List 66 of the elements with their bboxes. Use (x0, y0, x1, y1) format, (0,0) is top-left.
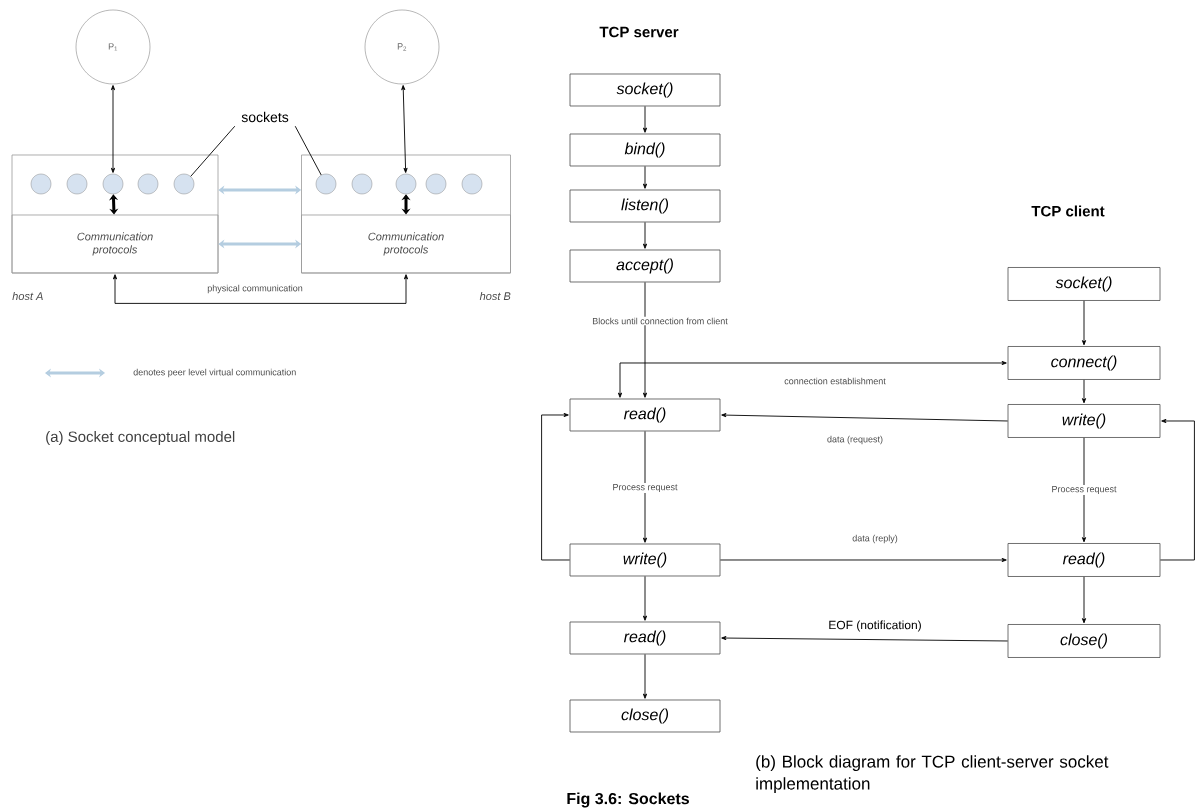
edge-label: Process request (1050, 484, 1118, 496)
edge-label: Process request (611, 482, 679, 494)
function-box: socket() (569, 73, 721, 107)
arrow (642, 165, 648, 189)
arrow (721, 413, 1009, 422)
arrow (642, 430, 648, 543)
arrow (719, 557, 1007, 563)
arrow (1081, 300, 1087, 346)
function-box: read() (569, 398, 721, 432)
function-box: read() (1007, 543, 1161, 577)
edge-label: physical communication (206, 283, 304, 295)
arrow (642, 281, 648, 398)
arrow (617, 360, 1007, 398)
heading: TCP server (599, 26, 679, 38)
arrow (1159, 418, 1195, 561)
arrow (401, 85, 408, 173)
function-box: close() (569, 699, 721, 733)
socket-circle (425, 173, 447, 195)
arrow (108, 194, 119, 215)
arrow (401, 194, 411, 215)
socket-circle (461, 173, 483, 195)
edge-label: data (reply) (851, 533, 899, 545)
protocol-layer-box: Communication protocols (301, 214, 511, 274)
function-box: write() (569, 543, 721, 577)
leader-line (190, 125, 236, 177)
function-box: listen() (569, 189, 721, 223)
caption-text: Fig 3.6: Sockets (567, 792, 689, 808)
caption-text: (a) Socket conceptual model (46, 431, 235, 445)
function-box: read() (569, 621, 721, 655)
arrow (642, 575, 648, 621)
socket-circle (315, 173, 337, 195)
function-box: bind() (569, 133, 721, 167)
socket-circle (137, 173, 159, 195)
socket-circle (30, 173, 52, 195)
edge-label: data (request) (826, 434, 884, 446)
socket-circle (351, 173, 373, 195)
edge-label: connection establishment (783, 376, 887, 386)
heading: TCP client (1031, 205, 1105, 217)
socket-circle (66, 173, 88, 195)
host-label: host A (12, 291, 43, 301)
function-box: write() (1007, 404, 1161, 438)
edge-label: EOF (notification) (827, 619, 923, 633)
leader-line (294, 125, 322, 176)
arrow (1081, 576, 1087, 624)
edge-label: Blocks until connection from client (591, 316, 729, 326)
arrow (642, 105, 648, 133)
socket-circle (173, 173, 195, 195)
arrow (541, 412, 571, 561)
socket-circle (395, 173, 417, 195)
protocol-layer-box: Communication protocols (11, 214, 219, 274)
arrow (110, 85, 116, 173)
arrow (1081, 437, 1087, 543)
function-box: close() (1007, 624, 1161, 658)
arrow (112, 274, 409, 304)
host-label: host B (479, 291, 511, 301)
function-box: accept() (569, 249, 721, 283)
caption-text: (b) Block diagram for TCP client-server socket implementation (756, 755, 1109, 794)
function-box: socket() (1007, 267, 1161, 301)
socket-circle (102, 173, 124, 195)
arrow (642, 221, 648, 249)
arrow (721, 636, 1009, 642)
function-box: connect() (1007, 346, 1161, 380)
legend-text: denotes peer level virtual communication (133, 368, 296, 378)
label-text: sockets (241, 111, 289, 123)
arrow (642, 653, 648, 699)
arrow (1081, 379, 1087, 404)
